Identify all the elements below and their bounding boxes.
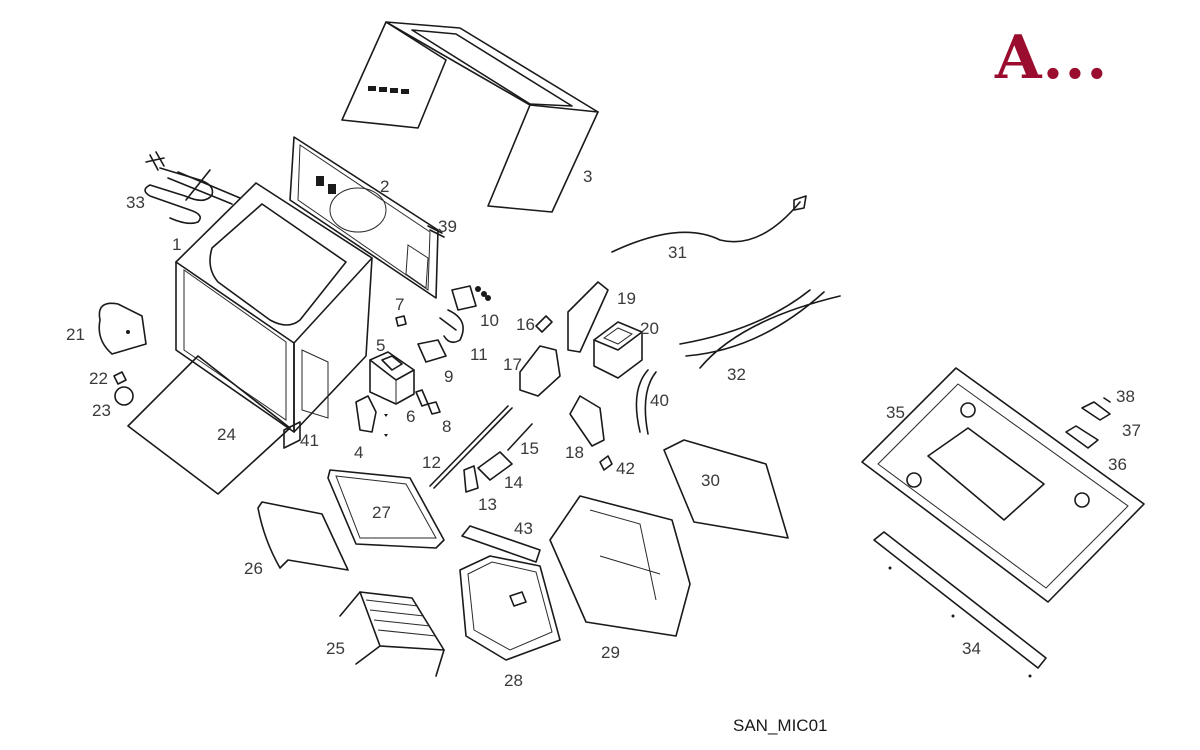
callout-9: 9 — [444, 367, 454, 386]
part-36-latch-plate[interactable] — [1065, 425, 1099, 449]
callout-7: 7 — [395, 295, 405, 314]
part-39-vent-cover[interactable] — [427, 225, 445, 238]
callout-36: 36 — [1108, 455, 1127, 474]
callout-18: 18 — [565, 443, 584, 462]
part-8-bracket[interactable] — [427, 401, 441, 415]
part-9-waveguide-cover[interactable] — [417, 339, 447, 363]
part-4-interlock-switch-bracket[interactable] — [355, 395, 388, 437]
callout-41: 41 — [300, 431, 319, 450]
part-5-magnetron[interactable] — [369, 351, 415, 405]
part-3-outer-cover[interactable] — [341, 21, 599, 213]
callout-42: 42 — [616, 459, 635, 478]
part-42-spacer[interactable] — [599, 455, 613, 471]
callout-38: 38 — [1116, 387, 1135, 406]
callout-13: 13 — [478, 495, 497, 514]
callout-20: 20 — [640, 319, 659, 338]
callout-21: 21 — [66, 325, 85, 344]
callout-17: 17 — [503, 355, 522, 374]
part-13-capacitor-clamp[interactable] — [463, 465, 479, 493]
callout-31: 31 — [668, 243, 687, 262]
part-6-thermostat[interactable] — [415, 389, 429, 407]
callout-37: 37 — [1122, 421, 1141, 440]
part-25-wire-rack[interactable] — [339, 591, 445, 677]
part-18-lamp-holder[interactable] — [569, 395, 605, 447]
part-23-turntable-motor[interactable] — [114, 386, 134, 406]
callout-29: 29 — [601, 643, 620, 662]
callout-2: 2 — [380, 177, 390, 196]
callout-35: 35 — [886, 403, 905, 422]
part-10-fan-motor[interactable] — [451, 285, 491, 311]
part-19-control-bracket[interactable] — [567, 281, 609, 353]
callout-39: 39 — [438, 217, 457, 236]
part-28-baking-tray[interactable] — [459, 555, 561, 661]
callout-25: 25 — [326, 639, 345, 658]
part-38-latch-spring[interactable] — [1103, 397, 1111, 403]
callout-28: 28 — [504, 671, 523, 690]
callout-34: 34 — [962, 639, 981, 658]
part-40-hose[interactable] — [635, 369, 657, 435]
part-17-air-duct[interactable] — [519, 345, 561, 397]
diagram-caption: SAN_MIC01 — [733, 716, 828, 735]
part-26-rack-frame[interactable] — [257, 501, 349, 571]
part-7-thermal-cutout[interactable] — [395, 315, 407, 327]
callout-19: 19 — [617, 289, 636, 308]
part-20-transformer[interactable] — [593, 321, 643, 379]
part-16-fuse[interactable] — [535, 315, 553, 333]
part-35-door-frame[interactable] — [861, 367, 1145, 603]
callout-40: 40 — [650, 391, 669, 410]
part-2-back-panel[interactable] — [289, 136, 439, 299]
part-12-door-hinge-rod[interactable] — [429, 405, 513, 489]
callout-30: 30 — [701, 471, 720, 490]
part-30-packing-pad[interactable] — [663, 439, 789, 539]
callout-12: 12 — [422, 453, 441, 472]
callout-6: 6 — [406, 407, 416, 426]
callout-11: 11 — [470, 345, 488, 364]
part-37-latch[interactable] — [1081, 401, 1111, 421]
part-27-door-gasket[interactable] — [327, 469, 445, 549]
part-34-door-handle[interactable] — [873, 531, 1047, 678]
callout-27: 27 — [372, 503, 391, 522]
callout-33: 33 — [126, 193, 145, 212]
callout-24: 24 — [217, 425, 236, 444]
callout-3: 3 — [583, 167, 593, 186]
callout-14: 14 — [504, 473, 523, 492]
part-29-packing-foam[interactable] — [549, 495, 691, 637]
callout-32: 32 — [727, 365, 746, 384]
part-14-high-voltage-capacitor[interactable] — [477, 451, 513, 481]
callout-5: 5 — [376, 336, 386, 355]
part-31-power-cord[interactable] — [611, 195, 807, 253]
part-1-cavity[interactable] — [175, 182, 373, 433]
callout-26: 26 — [244, 559, 263, 578]
part-15-diode[interactable] — [507, 423, 533, 451]
part-24-bottom-plate[interactable] — [127, 355, 291, 495]
part-33-grill-heater[interactable] — [144, 151, 241, 225]
callout-16: 16 — [516, 315, 535, 334]
part-22-turntable-motor-coupler[interactable] — [113, 371, 127, 385]
part-43-brush[interactable] — [461, 525, 541, 563]
callout-10: 10 — [480, 311, 499, 330]
part-41-foot-pad[interactable] — [283, 421, 301, 449]
callout-23: 23 — [92, 401, 111, 420]
callout-22: 22 — [89, 369, 108, 388]
brand-logo: A... — [995, 23, 1109, 93]
callout-43: 43 — [514, 519, 533, 538]
callout-4: 4 — [354, 443, 364, 462]
part-21-convection-fan-cover[interactable] — [98, 302, 147, 355]
callout-8: 8 — [442, 417, 452, 436]
callout-1: 1 — [172, 235, 182, 254]
part-11-fan-blade[interactable] — [439, 309, 464, 344]
part-32-wiring-harness[interactable] — [679, 289, 841, 369]
callout-15: 15 — [520, 439, 539, 458]
